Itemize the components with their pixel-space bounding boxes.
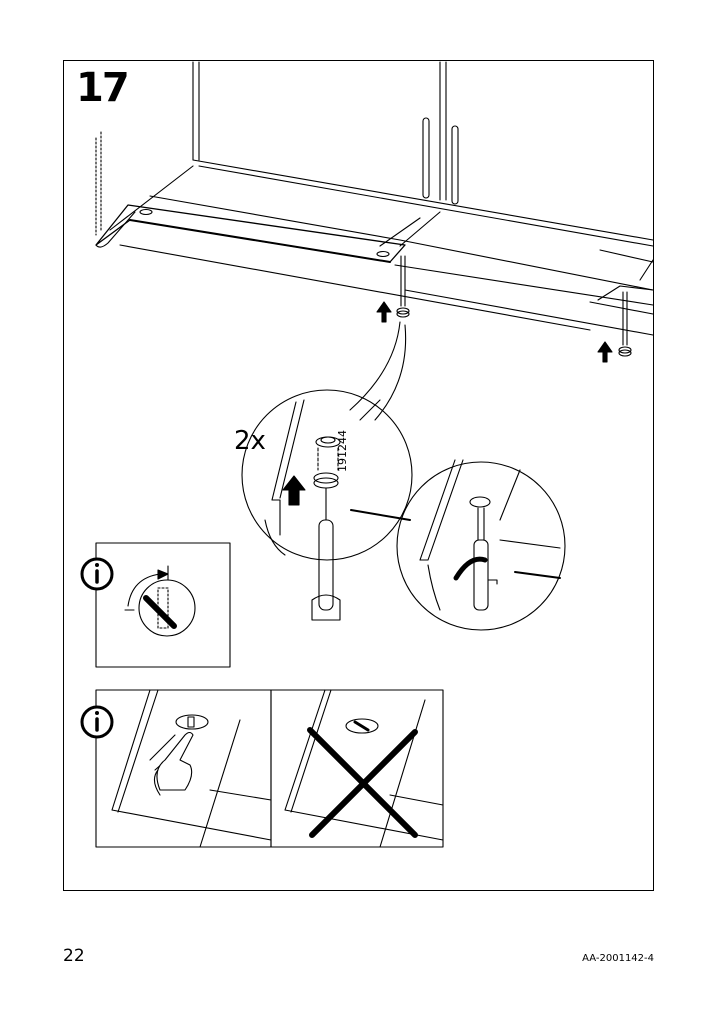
part-number-label: 191244 (336, 430, 349, 472)
info-panel-slot-orientation (95, 689, 444, 848)
detail-circle-rotate (396, 459, 566, 631)
document-code: AA-2001142-4 (582, 953, 654, 964)
step-number: 17 (76, 65, 130, 111)
quantity-label: 2x (234, 426, 266, 456)
pointing-hand-icon (156, 731, 194, 791)
instruction-frame (63, 60, 654, 891)
arrow-up-icon (597, 341, 613, 363)
detail-circle-insert (241, 389, 413, 621)
page-number: 22 (63, 946, 85, 966)
arrow-up-icon (376, 301, 392, 323)
info-panel-rotation (95, 542, 231, 668)
cabinet-drawing (95, 61, 654, 357)
info-icon (80, 557, 114, 591)
info-icon (80, 705, 114, 739)
arrow-up-icon (282, 475, 306, 506)
